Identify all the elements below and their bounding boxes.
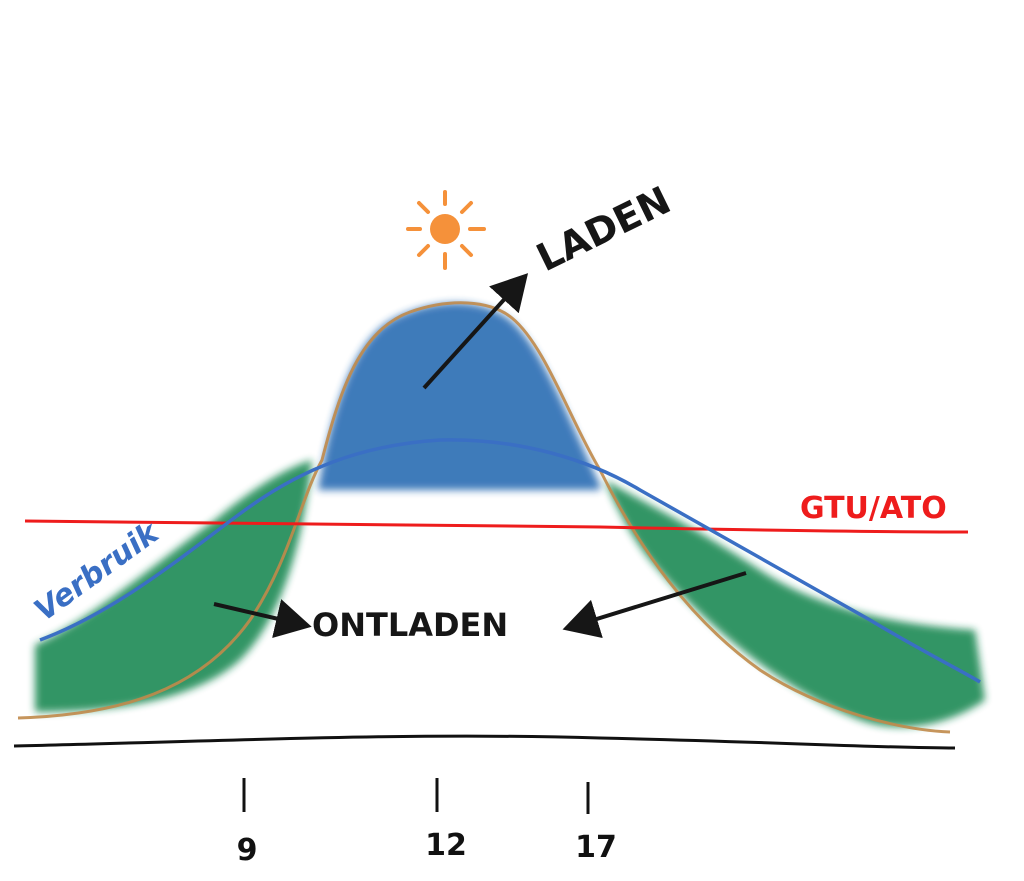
time-axis — [13, 734, 956, 750]
discharge-arrow-right — [562, 571, 747, 639]
threshold-line — [24, 519, 969, 534]
tick-label-17: 17 — [575, 830, 617, 865]
discharge-arrow-left — [213, 599, 312, 639]
gtu-ato-label: GTU/ATO — [800, 491, 947, 526]
laden-label: LADEN — [530, 178, 678, 280]
tick-label-12: 12 — [425, 828, 467, 863]
discharge-area-right — [605, 480, 985, 728]
tick-label-9: 9 — [237, 833, 258, 868]
ontladen-label: ONTLADEN — [312, 606, 508, 644]
production-curve — [17, 301, 951, 734]
charge-arrow — [422, 273, 529, 390]
sun-icon — [406, 190, 486, 270]
charging-area — [318, 303, 600, 490]
consumption-curve — [39, 438, 981, 684]
